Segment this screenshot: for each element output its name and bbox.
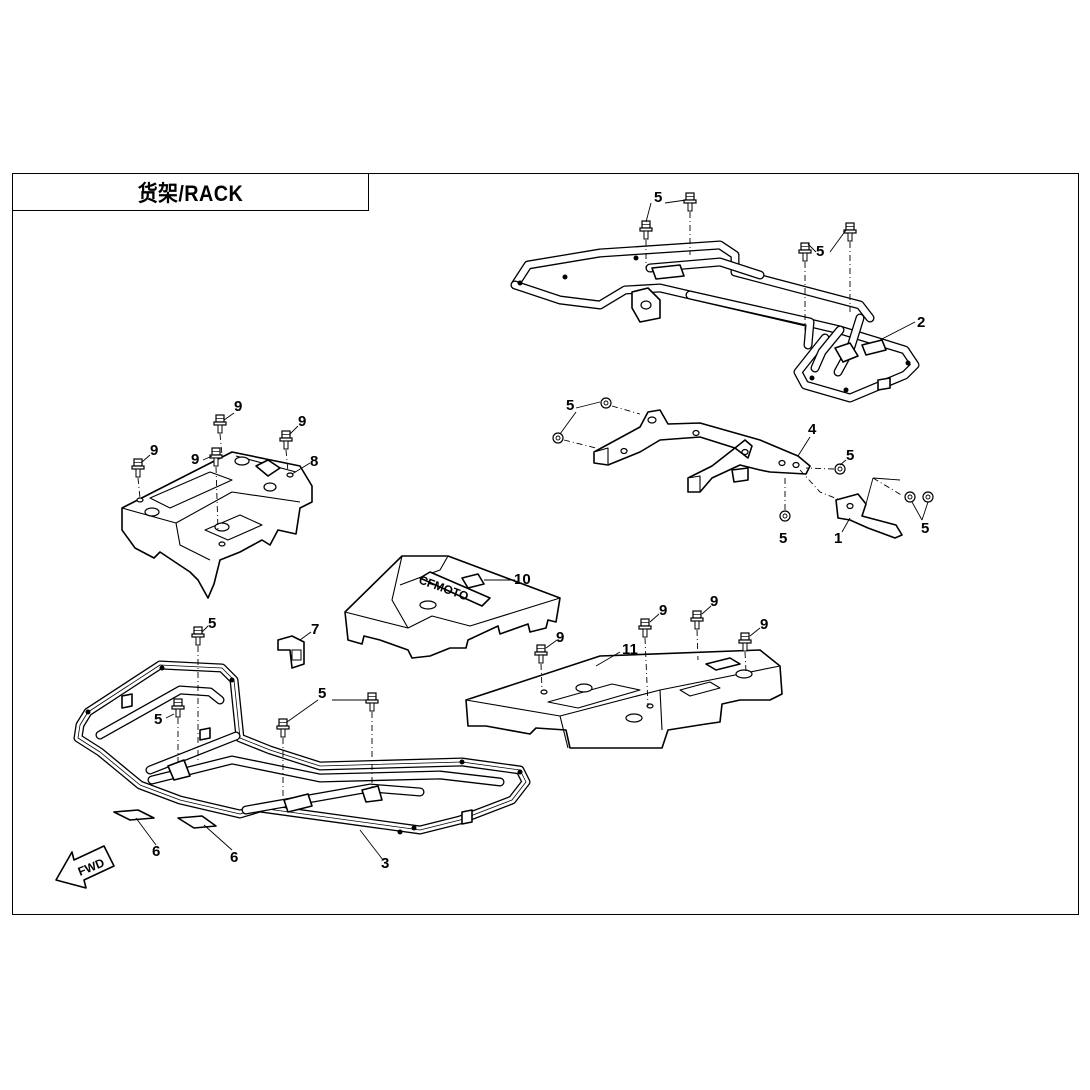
callout-3: 3 (381, 855, 389, 872)
forward-direction-arrow-icon: FWD (55, 845, 115, 889)
retaining-clip (277, 635, 305, 669)
title-box: 货架/RACK (12, 173, 369, 211)
rear-rack-frame (510, 240, 920, 403)
bolt-icon (171, 626, 379, 738)
callout-5: 5 (846, 447, 854, 464)
callout-6: 6 (230, 849, 238, 866)
rack-pad (113, 809, 217, 829)
front-rack-cover: CFMOTO (344, 555, 561, 659)
callout-6: 6 (152, 843, 160, 860)
callout-5: 5 (654, 189, 662, 206)
callout-2: 2 (917, 314, 925, 331)
callout-1: 1 (834, 530, 842, 547)
front-rack-frame (73, 660, 531, 835)
callout-5: 5 (318, 685, 326, 702)
callout-9: 9 (234, 398, 242, 415)
callout-5: 5 (816, 243, 824, 260)
callout-9: 9 (191, 451, 199, 468)
callout-9: 9 (150, 442, 158, 459)
callout-5: 5 (566, 397, 574, 414)
callout-7: 7 (311, 621, 319, 638)
callout-9: 9 (556, 629, 564, 646)
callout-9: 9 (710, 593, 718, 610)
callout-11: 11 (622, 641, 638, 658)
callout-9: 9 (760, 616, 768, 633)
callout-9: 9 (298, 413, 306, 430)
callout-8: 8 (310, 453, 318, 470)
rack-bracket (593, 409, 811, 493)
mounting-plate (835, 477, 903, 539)
callout-9: 9 (659, 602, 667, 619)
callout-4: 4 (808, 421, 817, 438)
rack-cover-upper (121, 451, 313, 599)
callout-5: 5 (154, 711, 162, 728)
page-title: 货架/RACK (137, 181, 244, 206)
callout-5: 5 (208, 615, 216, 632)
callout-5: 5 (779, 530, 787, 547)
rack-cover-lower (465, 649, 783, 749)
diagram-frame (12, 173, 1079, 915)
callout-5: 5 (921, 520, 929, 537)
callout-10: 10 (514, 571, 531, 588)
